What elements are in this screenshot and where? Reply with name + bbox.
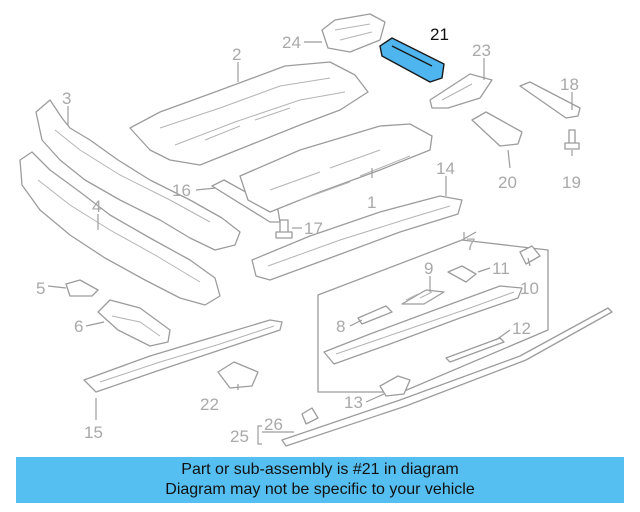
part-10[interactable] xyxy=(519,245,541,265)
part-14-crossmember[interactable] xyxy=(251,195,463,281)
callout-16: 16 xyxy=(172,181,191,200)
callout-25: 25 xyxy=(230,427,249,446)
callout-2: 2 xyxy=(232,45,241,64)
callout-14: 14 xyxy=(436,159,455,178)
callout-5: 5 xyxy=(36,279,45,298)
part-18[interactable] xyxy=(519,81,581,119)
part-26[interactable] xyxy=(301,407,319,425)
part-5[interactable] xyxy=(65,279,99,297)
part-7-sill-panel[interactable] xyxy=(323,285,523,365)
callout-4: 4 xyxy=(92,197,101,216)
callout-10: 10 xyxy=(520,279,539,298)
callout-6: 6 xyxy=(74,317,83,336)
part-1-center-floor[interactable] xyxy=(239,123,433,213)
part-9[interactable] xyxy=(401,289,445,305)
part-2-floor-pan[interactable] xyxy=(129,61,369,166)
part-22[interactable] xyxy=(217,361,259,389)
callout-15: 15 xyxy=(84,423,103,442)
callout-13: 13 xyxy=(344,393,363,412)
part-13[interactable] xyxy=(379,375,411,397)
callout-labels: 1 2 3 4 5 6 7 8 9 10 11 12 13 14 15 16 1… xyxy=(36,25,581,446)
callout-9: 9 xyxy=(424,259,433,278)
callout-18: 18 xyxy=(560,75,579,94)
callout-24: 24 xyxy=(282,33,301,52)
part-11[interactable] xyxy=(447,265,477,283)
part-25-long-rail[interactable] xyxy=(281,307,613,447)
banner-line-part-info: Part or sub-assembly is #21 in diagram xyxy=(181,461,459,478)
part-23[interactable] xyxy=(429,73,493,109)
callout-1: 1 xyxy=(367,193,376,212)
info-banner: Part or sub-assembly is #21 in diagram D… xyxy=(16,457,624,503)
part-8[interactable] xyxy=(357,305,393,325)
callout-23: 23 xyxy=(472,41,491,60)
part-15-rail[interactable] xyxy=(83,319,283,393)
callout-20: 20 xyxy=(498,173,517,192)
part-12-strip[interactable] xyxy=(445,337,505,363)
part-24-bracket[interactable] xyxy=(321,13,386,53)
callout-19: 19 xyxy=(562,173,581,192)
callout-7: 7 xyxy=(466,235,475,254)
part-16[interactable] xyxy=(211,179,281,223)
part-4[interactable] xyxy=(19,151,221,306)
part-21-highlighted[interactable] xyxy=(379,37,445,83)
callout-26: 26 xyxy=(264,415,283,434)
part-20[interactable] xyxy=(471,111,523,147)
part-19-bolt[interactable] xyxy=(564,129,580,150)
part-3[interactable] xyxy=(35,99,241,251)
callout-12: 12 xyxy=(512,319,531,338)
part-6[interactable] xyxy=(97,299,171,347)
callout-21-highlighted: 21 xyxy=(430,25,449,44)
part-17-bolt[interactable] xyxy=(275,219,293,239)
banner-line-disclaimer: Diagram may not be specific to your vehi… xyxy=(165,481,475,498)
callout-17: 17 xyxy=(304,219,323,238)
callout-22: 22 xyxy=(200,395,219,414)
callout-11: 11 xyxy=(492,259,510,278)
parts-diagram: 1 2 3 4 5 6 7 8 9 10 11 12 13 14 15 16 1… xyxy=(19,13,613,447)
callout-3: 3 xyxy=(62,89,71,108)
leader-lines xyxy=(47,41,573,445)
callout-8: 8 xyxy=(336,317,345,336)
